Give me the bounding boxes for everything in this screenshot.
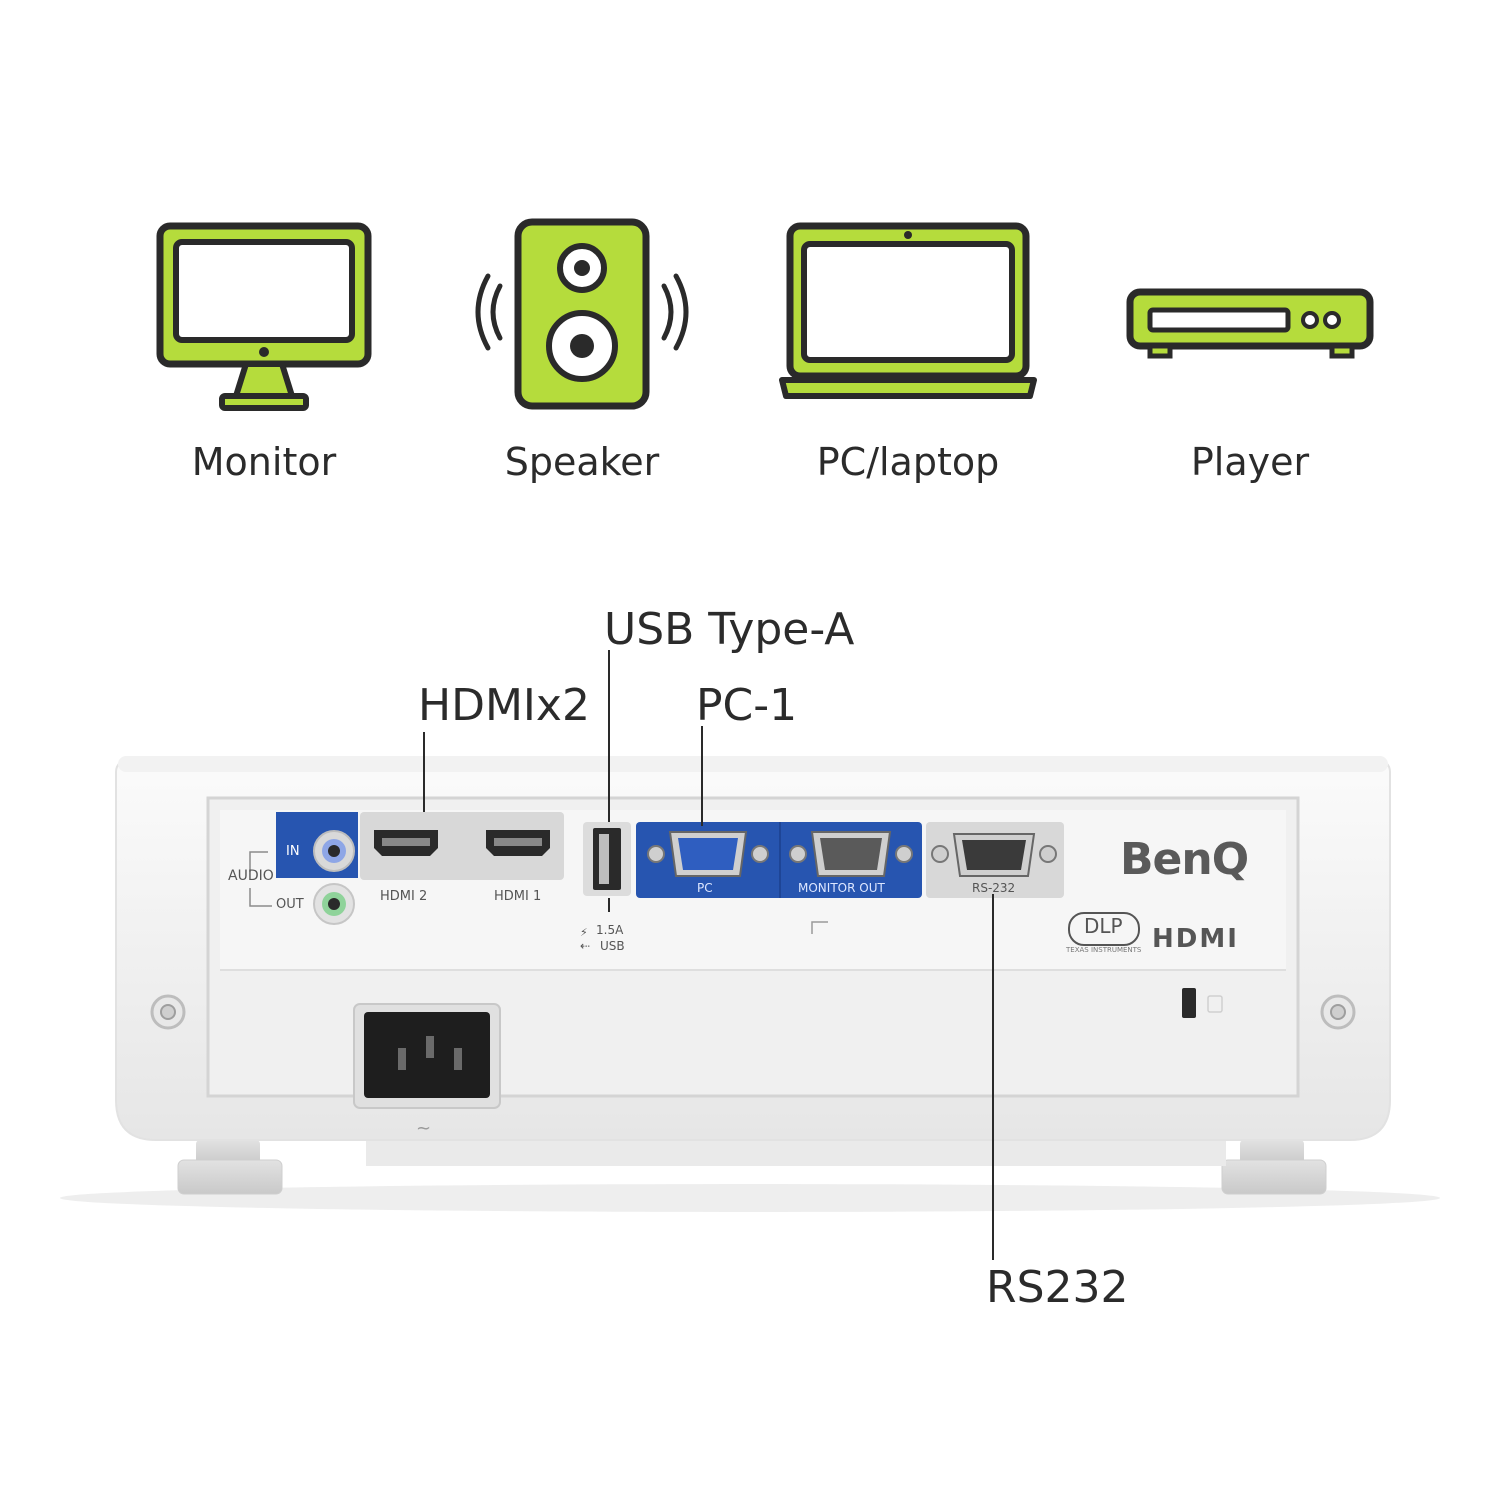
- media-player-icon: [1126, 288, 1374, 359]
- usb-symbol-icon: ⇠: [580, 939, 591, 953]
- power-inlet-icon: [364, 1012, 490, 1098]
- security-lock-slot-icon: [1182, 988, 1223, 1018]
- callout-usb-type-a: USB Type-A: [604, 604, 855, 655]
- callout-pc: PC-1: [696, 680, 798, 731]
- device-icons-row: [156, 218, 1374, 411]
- audio-out-label: OUT: [276, 897, 304, 912]
- rs232-leader-line-end: [992, 1258, 994, 1260]
- hdmi-2-port: [374, 830, 438, 856]
- svg-text:~: ~: [416, 1118, 431, 1139]
- hdmi-1-port: [486, 830, 550, 856]
- usb-label: USB: [600, 939, 625, 953]
- vga-pc-port: [647, 831, 769, 877]
- dlp-logo: [1068, 912, 1140, 946]
- pc-port-label: PC: [697, 881, 713, 895]
- usb-a-port: [593, 828, 621, 890]
- usb-rating-label: 1.5A: [596, 923, 624, 937]
- projector-rear-panel: ⚡ ~: [60, 650, 1440, 1260]
- device-label-monitor: Monitor: [191, 440, 337, 484]
- callout-rs232: RS232: [986, 1262, 1129, 1313]
- brand-logo: BenQ: [1120, 834, 1249, 885]
- hdmi-2-label: HDMI 2: [380, 889, 428, 904]
- hdmi-port-block: [360, 812, 564, 880]
- vga-monitor-out-port: [789, 831, 913, 877]
- monitor-out-label: MONITOR OUT: [798, 881, 885, 895]
- right-foot: [1221, 1140, 1327, 1195]
- audio-label: AUDIO: [228, 868, 274, 884]
- rs232-port-label: RS-232: [972, 881, 1016, 895]
- speaker-icon: [475, 218, 689, 410]
- dlp-logo-subtext: TEXAS INSTRUMENTS: [1066, 946, 1142, 954]
- hdmi-logo: HDMI: [1152, 924, 1239, 954]
- left-foot: [177, 1140, 283, 1195]
- svg-text:⚡: ⚡: [580, 926, 588, 939]
- device-label-speaker: Speaker: [504, 440, 660, 484]
- laptop-icon: [779, 222, 1037, 399]
- left-screw-icon: [150, 994, 186, 1030]
- audio-in-port: [313, 830, 355, 872]
- device-label-laptop: PC/laptop: [816, 440, 1000, 484]
- monitor-icon: [156, 222, 372, 411]
- hdmi-1-label: HDMI 1: [494, 889, 542, 904]
- right-screw-icon: [1320, 994, 1356, 1030]
- dlp-logo-text: DLP: [1084, 914, 1123, 938]
- audio-out-port: [313, 883, 355, 925]
- rs232-port: [931, 833, 1057, 877]
- audio-in-label: IN: [286, 844, 300, 859]
- callout-hdmi: HDMIx2: [418, 680, 590, 731]
- device-label-player: Player: [1190, 440, 1310, 484]
